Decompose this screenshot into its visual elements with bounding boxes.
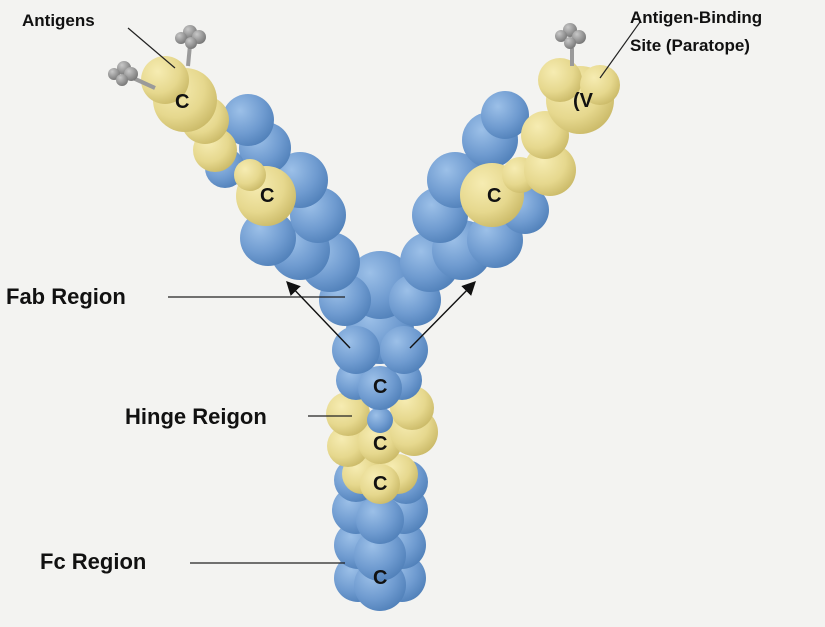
domain-label-left-mid: C	[260, 185, 274, 207]
binding-site-leader	[599, 21, 641, 79]
domain-label-right-tip: (V	[573, 90, 594, 112]
hinge-region-label: Hinge Reigon	[125, 404, 267, 429]
antigen-left-2	[175, 25, 206, 67]
domain-label-fc: C	[373, 567, 387, 589]
right-fab-arm	[412, 58, 620, 280]
domain-label-left-tip: C	[175, 91, 189, 113]
domain-label-hinge-top: C	[373, 376, 387, 398]
domain-label-right-mid: C	[487, 185, 501, 207]
fab-region-label: Fab Region	[6, 284, 126, 309]
antigens-leader	[127, 27, 176, 69]
core-shape	[300, 232, 460, 374]
fc-region-label: Fc Region	[40, 549, 147, 574]
domain-label-hinge-mid: C	[373, 433, 387, 455]
hinge-region-shape	[326, 360, 438, 504]
antigen-left-1	[108, 61, 156, 90]
domain-label-hinge-low: C	[373, 473, 387, 495]
binding-site-label-line1: Antigen-Binding	[630, 8, 763, 27]
fab-arrow-left	[286, 280, 351, 349]
binding-site-label-line2: Site (Paratope)	[630, 36, 750, 55]
antigen-right	[555, 23, 586, 66]
antigens-label: Antigens	[22, 11, 95, 30]
fab-arrow-right	[409, 281, 476, 349]
left-fab-arm	[141, 56, 346, 280]
